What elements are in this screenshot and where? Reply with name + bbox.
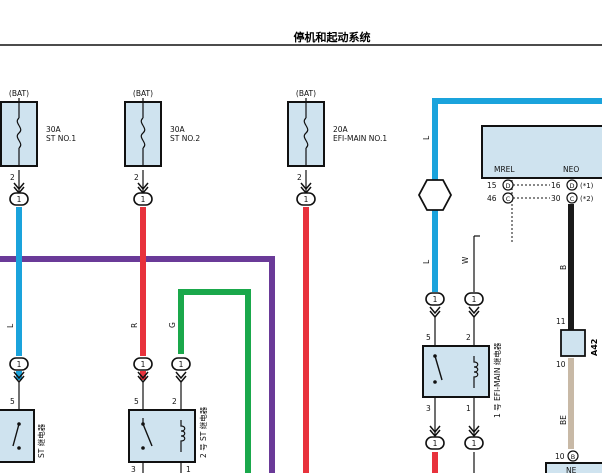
diagram-title: 停机和起动系统 [294,30,371,44]
fuse-efi-main-no1: (BAT) 20A EFI-MAIN NO.1 2 [287,89,387,182]
svg-text:(*1): (*1) [580,182,594,190]
connector-efi-top-right: 1 [464,292,484,319]
svg-text:C: C [506,195,511,203]
svg-text:2: 2 [10,173,15,182]
svg-text:D: D [569,182,574,190]
svg-text:1: 1 [472,439,477,448]
hexagon-splice [417,179,453,211]
svg-text:1: 1 [433,439,438,448]
svg-text:2: 2 [134,173,139,182]
svg-text:15: 15 [487,181,497,190]
svg-text:1: 1 [433,295,438,304]
wire-purple [0,256,275,473]
svg-text:D: D [505,182,510,190]
connector-a42: 11 A42 10 [556,317,599,369]
svg-text:MREL: MREL [494,165,515,174]
svg-text:1: 1 [304,195,309,204]
wire-label-l: L [6,323,15,328]
connector-fuse3: 1 [296,182,316,206]
wire-label-be: BE [559,415,568,425]
fuse-st-no1: (BAT) 30A ST NO.1 2 [0,89,76,182]
svg-text:1: 1 [141,195,146,204]
connector-efi-bottom-right: 1 [464,425,484,450]
svg-text:3: 3 [426,404,431,413]
connector-efi-top-left: 1 [425,292,445,319]
svg-text:(BAT): (BAT) [133,89,153,98]
connector-fuse1: 1 [9,182,29,206]
connector-st-relay: 1 [9,357,29,384]
svg-text:46: 46 [487,194,497,203]
svg-text:20A: 20A [333,125,349,134]
st2-relay: 5 2 3 1 2 号 ST 继电器 [128,382,208,473]
svg-text:(*2): (*2) [580,195,594,203]
svg-text:1: 1 [179,360,184,369]
bottom-block: 10 B NE [545,450,602,473]
wire-label-r: R [130,323,139,328]
wire-label-b: B [559,265,568,270]
svg-text:A42: A42 [590,339,599,356]
svg-text:5: 5 [426,333,431,342]
svg-text:11: 11 [556,317,566,326]
wire-label-l-bottom: L [422,259,431,264]
svg-text:EFI-MAIN NO.1: EFI-MAIN NO.1 [333,134,387,143]
connector-efi-bottom-left: 1 [425,425,445,450]
svg-text:1: 1 [141,360,146,369]
ecu-block: MREL NEO 15 D 16 D (*1) 46 C 30 C (*2) [481,125,602,204]
fuse-st-no2: (BAT) 30A ST NO.2 2 [124,89,200,182]
svg-text:1: 1 [472,295,477,304]
svg-text:ST NO.2: ST NO.2 [170,134,200,143]
svg-text:2: 2 [172,397,177,406]
svg-text:1: 1 [17,360,22,369]
svg-text:5: 5 [134,397,139,406]
svg-text:NEO: NEO [563,165,579,174]
svg-text:16: 16 [551,181,561,190]
svg-text:2 号 ST 继电器: 2 号 ST 继电器 [198,406,208,458]
wire-label-g: G [168,322,177,328]
svg-text:1: 1 [186,465,191,473]
connector-st2-relay-left: 1 [133,357,153,384]
svg-text:2: 2 [297,173,302,182]
svg-text:5: 5 [10,397,15,406]
wire-label-l-top: L [422,135,431,140]
wire-blue-right [432,98,602,292]
svg-text:1 号 EFI-MAIN 继电器: 1 号 EFI-MAIN 继电器 [492,342,502,418]
svg-text:30: 30 [551,194,561,203]
svg-text:10: 10 [555,452,565,461]
svg-text:B: B [571,453,575,461]
st-relay: 5 ST 继电器 [0,382,46,463]
svg-text:30A: 30A [46,125,62,134]
svg-text:ST NO.1: ST NO.1 [46,134,76,143]
wire-label-w: W [461,256,470,264]
wire-green [178,289,251,473]
connector-fuse2: 1 [133,182,153,206]
svg-text:ST 继电器: ST 继电器 [36,423,46,458]
svg-text:3: 3 [131,465,136,473]
connector-st2-relay-right: 1 [171,357,191,384]
svg-text:30A: 30A [170,125,186,134]
svg-text:(BAT): (BAT) [9,89,29,98]
svg-text:1: 1 [17,195,22,204]
efi-main-relay: 5 2 3 1 1 号 EFI-MAIN 继电器 [422,317,502,436]
svg-text:C: C [570,195,575,203]
svg-text:10: 10 [556,360,566,369]
svg-text:2: 2 [466,333,471,342]
svg-text:NE: NE [566,466,577,473]
svg-text:(BAT): (BAT) [296,89,316,98]
svg-text:1: 1 [466,404,471,413]
